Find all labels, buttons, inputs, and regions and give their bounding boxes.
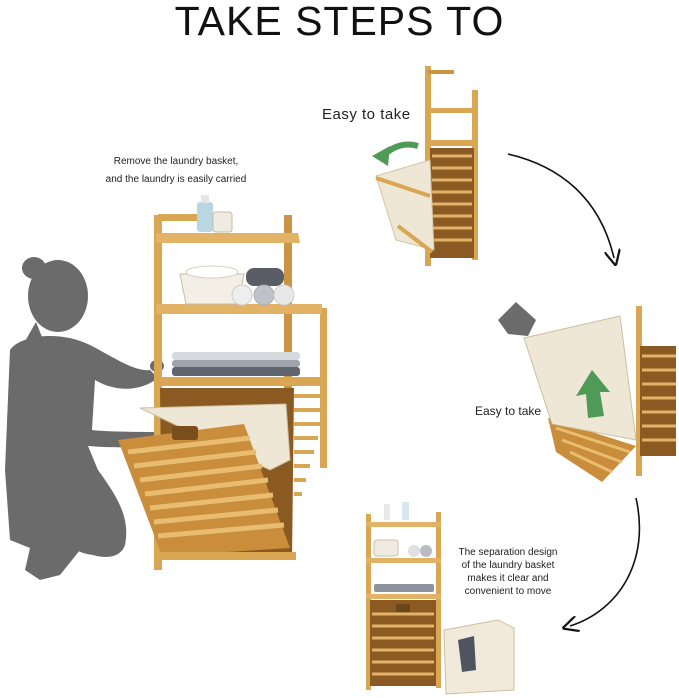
step-3-image [366, 502, 515, 695]
main-caption-line-2: and the laundry is easily carried [105, 174, 247, 185]
step-3-caption-line-1: The separation design [458, 547, 558, 558]
step-2-image [498, 302, 676, 482]
main-caption-line-1: Remove the laundry basket, [113, 156, 239, 167]
step-1-caption: Easy to take [322, 106, 411, 123]
step-3-caption-line-2: of the laundry basket [461, 560, 555, 571]
arrow-1-to-2 [507, 153, 614, 258]
person-silhouette [5, 257, 184, 580]
main-shelf-unit [118, 195, 327, 570]
flow-arrows [507, 153, 641, 626]
step-1-image [372, 66, 478, 266]
step-3-caption-line-4: convenient to move [464, 586, 552, 597]
page-title: TAKE STEPS TO [174, 0, 505, 44]
step-3-caption-line-3: makes it clear and [467, 573, 549, 584]
arrow-2-to-3 [570, 497, 641, 626]
main-caption: Remove the laundry basket, and the laund… [84, 153, 268, 189]
step-2-caption: Easy to take [475, 404, 542, 418]
step-3-caption: The separation design of the laundry bas… [442, 546, 574, 598]
